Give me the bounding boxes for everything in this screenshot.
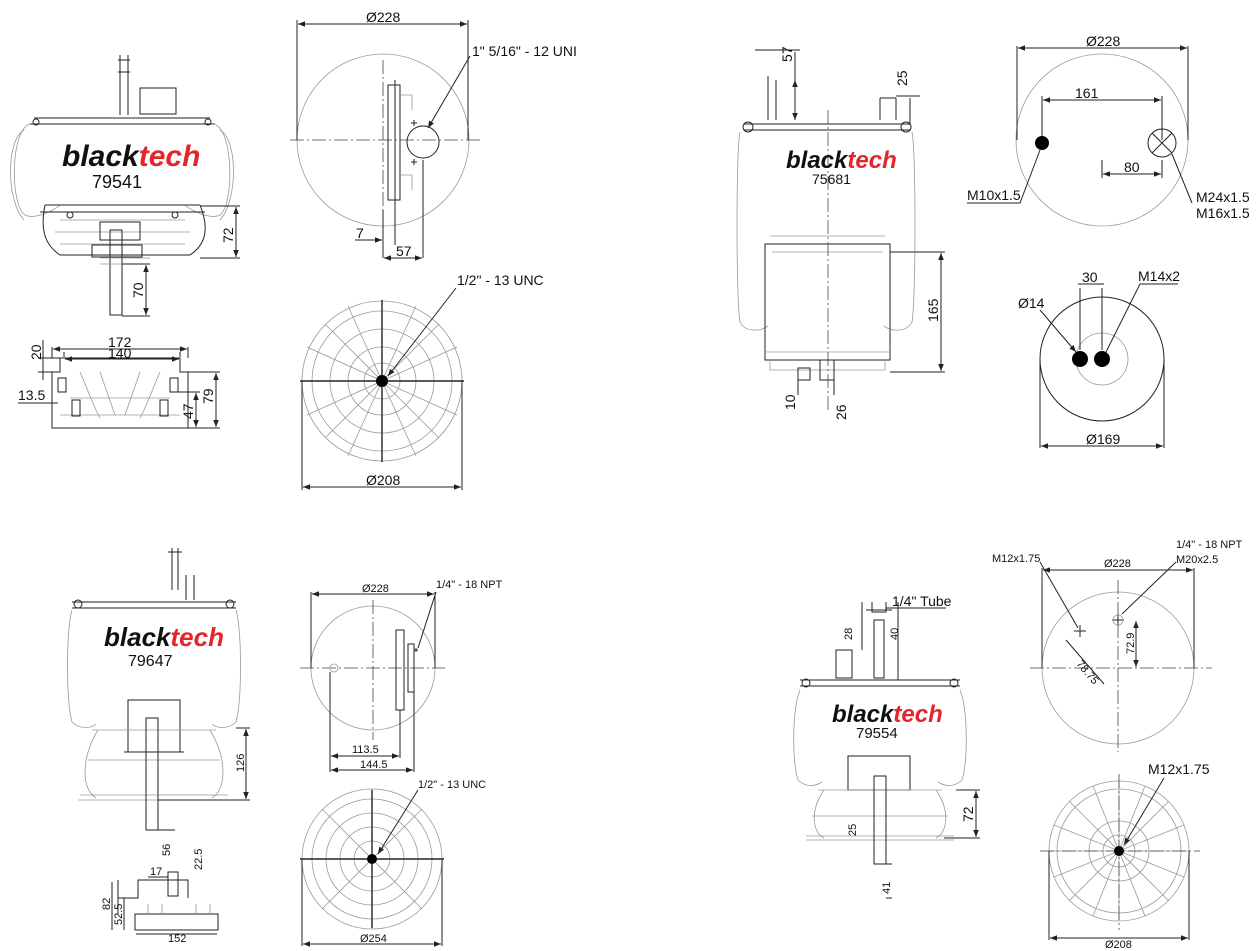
dim-h1-79554: 28 xyxy=(843,628,855,640)
bottom-view-79554: Ø208 M12x1.75 xyxy=(1040,761,1210,951)
dim-piston-h2: 47 xyxy=(180,403,196,419)
top-view-79647: Ø228 1/4" - 18 NPT 113.5 144.5 xyxy=(300,579,503,773)
dim-h-left-75681: 57 xyxy=(779,46,795,62)
dim-thread-right1-75681: M24x1.5 xyxy=(1196,189,1250,205)
dim-piston-w1: 172 xyxy=(108,334,132,350)
dim-b-thread-75681: M14x2 xyxy=(1138,268,1180,284)
dim-p3-79647: 82 xyxy=(101,898,113,910)
brand-logo-79554: blacktech xyxy=(832,701,943,728)
brand-logo-75681: blacktech xyxy=(786,147,897,174)
side-view-75681: 57 25 165 10 26 blacktech 75681 xyxy=(736,46,945,420)
bottom-view-75681: 30 Ø14 M14x2 Ø169 xyxy=(1018,268,1180,449)
part-79541: 72 70 blacktech 79541 172 140 20 13.5 xyxy=(10,9,577,490)
dim-b-off2-75681: 26 xyxy=(833,404,849,420)
part-code-75681: 75681 xyxy=(812,171,851,187)
dim-off1-79647: 113.5 xyxy=(352,744,379,756)
dim-offset-75681: 80 xyxy=(1124,159,1140,175)
part-79554: 1/4" Tube 28 40 72 25 41 blacktech 79554… xyxy=(793,539,1243,951)
dim-top-thread-left-79554: M12x1.75 xyxy=(992,553,1040,565)
brand-logo-79541: blacktech xyxy=(62,140,200,173)
dim-bottom-dia-79554: Ø208 xyxy=(1105,939,1132,951)
dim-r1-79554: 72.9 xyxy=(1125,633,1137,654)
dim-piston-h3: 79 xyxy=(200,388,216,404)
dim-p2-79647: 17 xyxy=(150,866,162,878)
dim-height-79541: 72 xyxy=(220,227,236,243)
dim-top-thread-right1-79554: 1/4" - 18 NPT xyxy=(1176,539,1243,551)
part-code-79554: 79554 xyxy=(856,725,898,742)
dim-bottom-thread-79554: M12x1.75 xyxy=(1148,761,1210,777)
dim-b-pitch-75681: 30 xyxy=(1082,269,1098,285)
dim-p4-79647: 52.5 xyxy=(113,904,125,925)
piston-view-79541: 172 140 20 13.5 47 79 xyxy=(18,334,220,429)
dim-p1-79647: 22.5 xyxy=(193,849,205,870)
brand-logo-79647: blacktech xyxy=(104,622,224,652)
dim-bottom-thread-79647: 1/2" - 13 UNC xyxy=(418,779,486,791)
dim-top-off2-79541: 57 xyxy=(396,243,412,259)
dim-pitch-75681: 161 xyxy=(1075,85,1099,101)
dim-top-thread-79647: 1/4" - 18 NPT xyxy=(436,579,503,591)
piston-view-79647: 17 22.5 82 52.5 152 xyxy=(101,849,219,945)
dim-r2-79554: 78.75 xyxy=(1074,658,1101,687)
top-view-75681: Ø228 161 80 M10x1.5 M24x1.5 M16x1.5 xyxy=(967,33,1250,227)
dim-off2-79647: 144.5 xyxy=(360,759,388,771)
dim-top-off1-79541: 7 xyxy=(356,225,364,241)
dim-piston-w2: 140 xyxy=(108,345,132,361)
dim-h-right-75681: 25 xyxy=(894,70,910,86)
dim-stud-79647: 56 xyxy=(161,844,173,856)
dim-top-dia-75681: Ø228 xyxy=(1086,33,1120,49)
dim-thread-left-75681: M10x1.5 xyxy=(967,187,1021,203)
dim-h2-79554: 40 xyxy=(889,628,901,640)
dim-top-dia-79554: Ø228 xyxy=(1104,558,1131,570)
dim-piston-h1: 20 xyxy=(28,344,44,360)
dim-top-dia-79541: Ø228 xyxy=(366,9,400,25)
dim-s2-79554: 41 xyxy=(881,882,893,894)
side-view-79647: 126 56 blacktech 79647 xyxy=(67,548,250,856)
dim-stud-79541: 70 xyxy=(130,282,146,298)
dim-top-dia-79647: Ø228 xyxy=(362,583,389,595)
part-75681: 57 25 165 10 26 blacktech 75681 Ø228 161 xyxy=(736,33,1250,449)
dim-tube-79554: 1/4" Tube xyxy=(892,593,952,609)
dim-top-thread-79541: 1" 5/16" - 12 UNI xyxy=(472,43,577,59)
dim-top-thread-right2-79554: M20x2.5 xyxy=(1176,554,1218,566)
dim-height-79554: 72 xyxy=(960,806,976,822)
dim-bottom-thread-79541: 1/2" - 13 UNC xyxy=(457,272,544,288)
bottom-view-79541: Ø208 1/2" - 13 UNC xyxy=(300,272,544,490)
top-view-79541: Ø228 1" 5/16" - 12 UNI 7 57 xyxy=(290,9,577,261)
side-view-79554: 1/4" Tube 28 40 72 25 41 blacktech 79554 xyxy=(793,593,980,899)
dim-height-75681: 165 xyxy=(925,298,941,322)
dim-b-hole-75681: Ø14 xyxy=(1018,295,1045,311)
dim-s1-79554: 25 xyxy=(847,824,859,836)
bottom-view-79647: Ø254 1/2" - 13 UNC xyxy=(300,779,486,947)
side-view-79541: 72 70 blacktech 79541 xyxy=(10,55,240,317)
dim-piston-off: 13.5 xyxy=(18,387,45,403)
part-code-79541: 79541 xyxy=(92,172,142,192)
dim-height-79647: 126 xyxy=(235,754,247,772)
dim-b-dia-75681: Ø169 xyxy=(1086,431,1120,447)
dim-bottom-dia-79647: Ø254 xyxy=(360,933,387,945)
top-view-79554: Ø228 M12x1.75 1/4" - 18 NPT M20x2.5 72.9… xyxy=(992,539,1243,752)
dim-thread-right2-75681: M16x1.5 xyxy=(1196,205,1250,221)
dim-bottom-dia-79541: Ø208 xyxy=(366,472,400,488)
dim-b-off1-75681: 10 xyxy=(782,394,798,410)
part-79647: 126 56 blacktech 79647 17 22.5 82 52.5 1… xyxy=(67,548,503,947)
dim-p5-79647: 152 xyxy=(168,933,186,945)
part-code-79647: 79647 xyxy=(128,653,173,670)
